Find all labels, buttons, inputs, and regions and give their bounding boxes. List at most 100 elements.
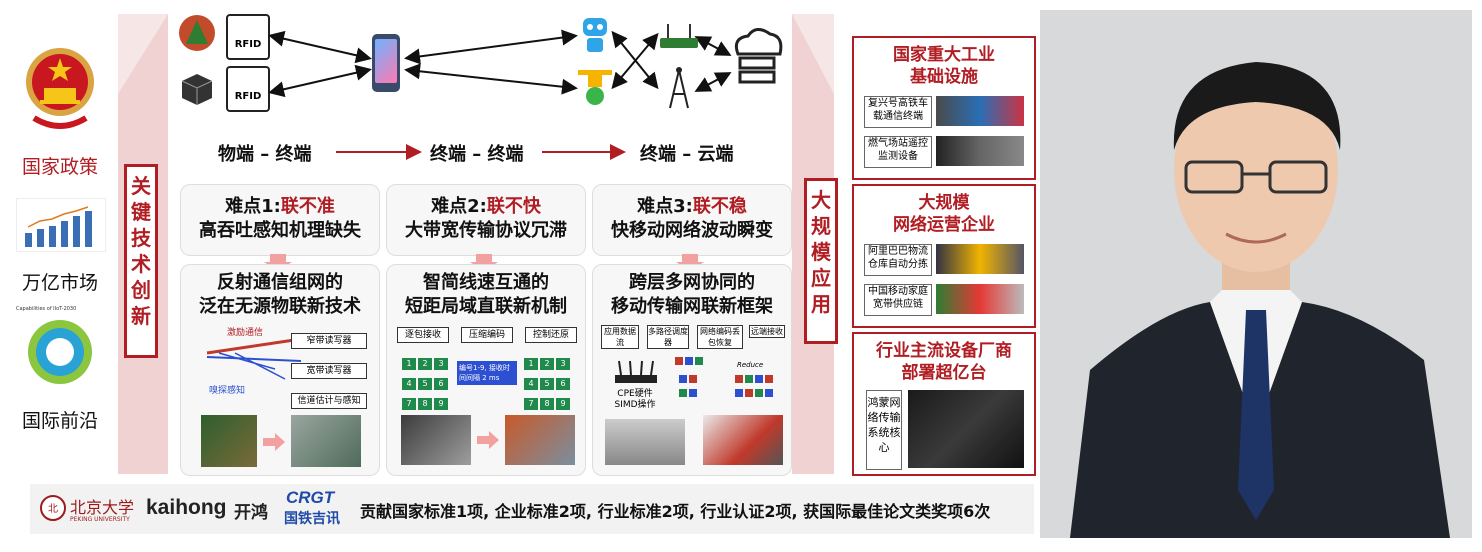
flow-arrows [336,144,626,160]
factory-robots-photo [505,415,575,465]
grid-cell: 5 [540,378,554,390]
app-flow-box: 应用数据流 [601,325,639,349]
solution-subtitle-2: 短距局域直联新机制 [405,296,567,317]
box-tag-icon [180,72,214,106]
top-diagram-arrows [268,29,732,98]
app-item: 中国移动家庭宽带供应链 [864,284,932,316]
difficulty-card-1: 难点1:联不准 高吞吐感知机理缺失 [180,184,380,256]
solution-card-3: 跨层多网协同的 移动传输网联新框架 应用数据流 多路径调度器 网络编码丢包恢复 … [592,264,792,476]
rfid-tag-icon-top: RFID [226,14,270,60]
right-section-title: 行业主流设备厂商 [876,341,1012,361]
solution-subtitle-3: 移动传输网联新框架 [611,296,773,317]
difficulty-keyword: 联不稳 [692,196,747,217]
grid-cell: 8 [540,398,554,410]
compress-box: 压缩编码 [461,327,513,343]
right-section-subtitle: 网络运营企业 [893,215,995,235]
left-label-frontier: 国际前沿 [21,410,98,432]
narrowband-reader-box: 窄带读写器 [291,333,367,349]
grid-cell: 3 [434,358,448,370]
flow-label-thing-terminal: 物端 – 终端 [218,144,312,165]
solution-card-1: 反射通信组网的 泛在无源物联新技术 激励通信 嗅探感知 窄带读写器 宽带读写器 … [180,264,380,476]
solution-title-1: 反射通信组网的 [217,272,343,293]
grid-cell: 5 [418,378,432,390]
solution-title-2: 智简线速互通的 [423,272,549,293]
difficulty-prefix: 难点2: [431,196,487,217]
rfid-label-bottom: RFID [234,91,262,102]
portrait-photo [1040,10,1472,538]
svg-text:北: 北 [48,503,58,515]
grid-cell: 6 [556,378,570,390]
harmony-system-photo [908,390,1024,468]
backscatter-diagram [206,337,302,380]
grid-cell: 9 [556,398,570,410]
difficulty-desc: 快移动网络波动瞬变 [611,220,773,241]
right-section-subtitle: 基础设施 [910,67,978,87]
grid-cell: 1 [402,358,416,370]
grid-cell: 1 [524,358,538,370]
solution-title-3: 跨层多网协同的 [629,272,755,293]
iiot-capabilities-wheel: Capabilities of IIoT-2030 [16,306,104,390]
grid-cell: 8 [418,398,432,410]
app-photo [936,96,1024,126]
pku-logo-icon: 北 [40,494,66,522]
router-icon [658,22,700,52]
difficulty-desc: 高吞吐感知机理缺失 [199,220,361,241]
app-item: 复兴号高铁车载通信终端 [864,96,932,128]
grid-cell: 6 [434,378,448,390]
kaihong-cn-logo: 开鸿 [234,503,268,523]
network-coding-box: 网络编码丢包恢复 [697,325,743,349]
drone-icon [576,64,614,108]
channel-estimation-box: 信道估计与感知 [291,393,367,409]
smartphone-icon [372,34,400,92]
app-photo [936,284,1024,314]
market-chart-thumbnail [16,198,106,252]
right-section-title: 国家重大工业 [893,45,995,65]
cpe-router-icon [613,359,659,385]
footer-bar: 北 北京大学 PEKING UNIVERSITY kaihong 开鸿 CRGT… [30,484,1034,534]
left-column: 国家政策 万亿市场 Capabilities of IIoT-2030 国际前沿 [10,34,110,474]
crgt-logo-sub: 国铁吉讯 [284,511,340,527]
difficulty-card-2: 难点2:联不快 大带宽传输协议冗滞 [386,184,586,256]
crgt-logo: CRGT [286,488,335,507]
cpe-label: CPE硬件 SIMD操作 [614,389,656,410]
excite-label: 激励通信 [227,328,264,338]
difficulty-keyword: 联不准 [280,196,335,217]
right-section-operators: 大规模 网络运营企业 阿里巴巴物流仓库自动分拣 中国移动家庭宽带供应链 [852,184,1036,328]
grid-cell: 7 [524,398,538,410]
key-tech-banner: 关键技术创新 [124,164,158,358]
arrow-right-icon [477,431,499,449]
interval-note: 编号1-9, 接收时间间隔 2 ms [457,361,517,385]
grid-cell: 2 [418,358,432,370]
difficulty-prefix: 难点1: [225,196,281,217]
large-scale-application-banner: 大规模应用 [804,178,838,344]
right-section-title: 大规模 [918,193,970,213]
rfid-label-top: RFID [234,39,262,50]
flow-label-terminal-cloud: 终端 – 云端 [640,144,734,165]
grid-cell: 3 [556,358,570,370]
footer-summary: 贡献国家标准1项, 企业标准2项, 行业标准2项, 行业认证2项, 获国际最佳论… [360,502,991,521]
wideband-reader-box: 宽带读写器 [291,363,367,379]
difficulty-card-3: 难点3:联不稳 快移动网络波动瞬变 [592,184,792,256]
app-item: 鸿蒙网络传输系统核心 [866,390,902,470]
cloud-server-icon [728,24,786,94]
rfid-tag-icon-bottom: RFID [226,66,270,112]
remote-receive-box: 远端接收 [749,325,785,338]
receive-box: 逐包接收 [397,327,449,343]
difficulty-prefix: 难点3: [637,196,693,217]
down-arrows [264,254,704,271]
left-label-policy: 国家政策 [21,156,98,178]
flow-label-terminal-terminal: 终端 – 终端 [430,144,524,165]
grid-cell: 4 [524,378,538,390]
grid-cell: 7 [402,398,416,410]
grid-cell: 2 [540,358,554,370]
difficulty-desc: 大带宽传输协议冗滞 [405,220,567,241]
arrow-right-icon [263,433,285,451]
left-label-market: 万亿市场 [21,272,98,294]
pku-logo-text: 北京大学 [70,498,135,517]
app-photo [936,244,1024,274]
right-section-vendors: 行业主流设备厂商 部署超亿台 鸿蒙网络传输系统核心 [852,332,1036,476]
warehouse-photo [291,415,361,467]
